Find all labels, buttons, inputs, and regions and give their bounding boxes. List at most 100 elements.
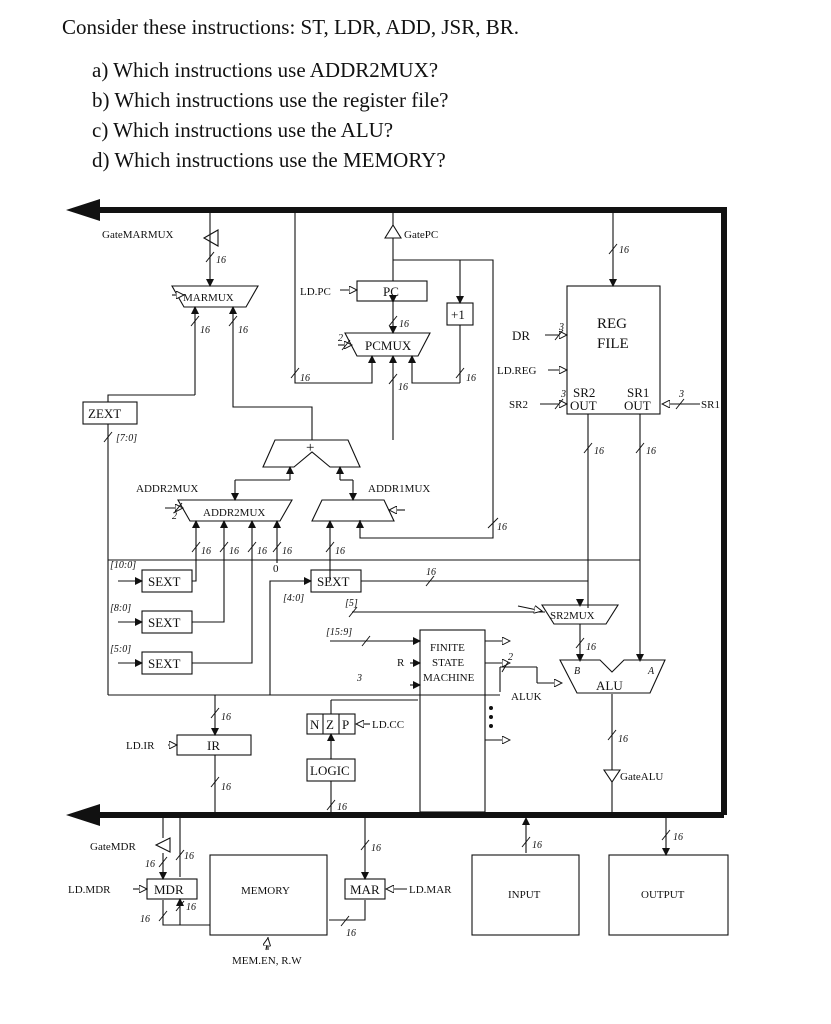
width-label: 16 [497,522,507,533]
bits-5-label: [5] [345,598,358,609]
bits-15-9-label: [15:9] [326,627,352,638]
width-label: 3 [560,389,566,400]
width-label: 16 [594,446,604,457]
width-label: 16 [586,642,596,653]
ld-mdr-label: LD.MDR [68,884,111,896]
width-label: 16 [466,373,476,384]
sext-label-4: SEXT [317,574,350,589]
addr2mux-label: ADDR2MUX [203,507,265,519]
sr2-label: SR2 [509,399,528,411]
alu-b-label: B [574,666,580,677]
bits-10-0-label: [10:0] [110,560,136,571]
width-label: 16 [618,734,628,745]
width-label: 16 [646,446,656,457]
memory-label: MEMORY [241,885,290,897]
bits-7-0-label: [7:0] [116,433,137,444]
question-item-c: c) Which instructions use the ALU? [92,118,394,142]
bits-4-0-label: [4:0] [283,593,304,604]
width-label: 3 [678,389,684,400]
sr1-out-label-1: SR1 [627,385,649,400]
width-label: 16 [186,902,196,913]
sr2-out-label-1: SR2 [573,385,595,400]
mem-en-label: MEM.EN, R.W [232,955,302,967]
logic-label: LOGIC [310,763,350,778]
bits-8-0-label: [8:0] [110,603,131,614]
r-label: R [397,657,405,669]
width-label: 16 [221,712,231,723]
fsm-dot [489,706,493,710]
plus-one-label: +1 [451,307,465,322]
p-label: P [342,717,349,732]
ld-mar-label: LD.MAR [409,884,452,896]
bits-5-0-label: [5:0] [110,644,131,655]
width-label: 2 [508,652,513,663]
sr2mux-label: SR2MUX [550,610,595,622]
fsm-label-1: FINITE [430,642,465,654]
width-label: 2 [338,333,343,344]
width-label: 16 [257,546,267,557]
ld-pc-label: LD.PC [300,286,331,298]
gate-marmux-label: GateMARMUX [102,229,174,241]
ir-label: IR [207,738,220,753]
width-label: 16 [346,928,356,939]
top-bus [66,199,727,815]
question-item-d: d) Which instructions use the MEMORY? [92,148,446,172]
dr-label: DR [512,328,530,343]
pcmux-label: PCMUX [365,338,412,353]
sr2-out-label-2: OUT [570,398,597,413]
reg-file-label-2: FILE [597,336,629,352]
width-label: 16 [140,914,150,925]
width-label: 16 [399,319,409,330]
gate-alu-label: GateALU [620,771,663,783]
width-label: 16 [221,782,231,793]
fsm-label-3: MACHINE [423,672,475,684]
alu-a-label: A [647,666,655,677]
fsm-dot [489,715,493,719]
fsm-dot [489,724,493,728]
sext-label-3: SEXT [148,656,181,671]
zext-label: ZEXT [88,406,121,421]
question-text: Consider these instructions: ST, LDR, AD… [62,15,519,39]
gate-mdr-label: GateMDR [90,841,136,853]
width-label: 16 [184,851,194,862]
adder-plus-label: + [306,440,314,456]
reg-file-label-1: REG [597,316,627,332]
aluk-label: ALUK [511,691,542,703]
width-label: 16 [673,832,683,843]
ld-reg-label: LD.REG [497,365,536,377]
input-label: INPUT [508,889,541,901]
sext-label-2: SEXT [148,615,181,630]
sext-label-1: SEXT [148,574,181,589]
addr2mux-label-outer: ADDR2MUX [136,483,198,495]
question-item-b: b) Which instructions use the register f… [92,88,449,112]
z-label: Z [326,717,334,732]
output-label: OUTPUT [641,889,685,901]
zero-label: 0 [273,563,279,575]
marmux-label: MARMUX [183,292,234,304]
width-label: 16 [398,382,408,393]
width-label: 16 [337,802,347,813]
sr1-label: SR1 [701,399,720,411]
width-label: 3 [356,673,362,684]
mdr-label: MDR [154,882,184,897]
width-label: 16 [238,325,248,336]
gate-pc-label: GatePC [404,229,438,241]
n-label: N [310,717,320,732]
width-label: 3 [558,322,564,333]
sr1-out-label-2: OUT [624,398,651,413]
width-label: 16 [532,840,542,851]
width-label: 16 [282,546,292,557]
width-label: 16 [216,255,226,266]
width-label: 16 [371,843,381,854]
width-label: 16 [201,546,211,557]
alu-label: ALU [596,678,623,693]
bottom-bus [66,804,724,826]
mar-label: MAR [350,882,380,897]
ld-cc-label: LD.CC [372,719,404,731]
width-label: 16 [619,245,629,256]
width-label: 16 [229,546,239,557]
width-label: 16 [200,325,210,336]
ld-ir-label: LD.IR [126,740,155,752]
question-item-a: a) Which instructions use ADDR2MUX? [92,58,439,82]
